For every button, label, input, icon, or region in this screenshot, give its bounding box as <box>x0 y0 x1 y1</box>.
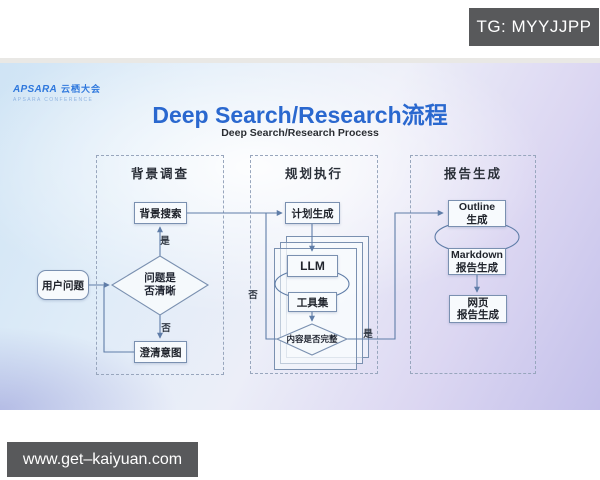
group-background-investigation <box>96 155 224 375</box>
node-outline-line1: Outline <box>458 201 496 213</box>
node-toolset-label: 工具集 <box>296 296 329 309</box>
logo-brand-text: APSARA <box>13 84 58 95</box>
node-llm: LLM <box>287 255 338 277</box>
node-plan-generation: 计划生成 <box>285 202 340 224</box>
page-title: Deep Search/Research流程 <box>152 102 448 128</box>
node-background-search: 背景搜索 <box>134 202 187 224</box>
edge-label-no-complete: 否 <box>248 290 258 301</box>
node-outline-line2: 生成 <box>466 213 488 226</box>
site-watermark-text: www.get–kaiyuan.com <box>22 450 183 468</box>
node-llm-label: LLM <box>300 259 325 273</box>
logo-cn-text: 云栖大会 <box>61 84 102 94</box>
group-label-plan-execution: 规划执行 <box>284 167 343 181</box>
decision-question-clear-text: 问题是 否清晰 <box>118 272 202 298</box>
node-user-question-label: 用户问题 <box>42 279 84 292</box>
site-watermark: www.get–kaiyuan.com <box>7 442 198 477</box>
edge-label-yes-clear: 是 <box>160 236 170 247</box>
node-web-line2: 报告生成 <box>457 309 499 321</box>
node-outline-generation: Outline 生成 <box>448 200 506 227</box>
page-subtitle: Deep Search/Research Process <box>221 127 379 139</box>
edge-label-yes-complete: 是 <box>363 329 373 340</box>
decision-content-complete-text: 内容是否完整 <box>286 334 338 344</box>
node-web-line1: 网页 <box>467 296 489 309</box>
node-web-report: 网页 报告生成 <box>449 295 507 323</box>
node-markdown-line1: Markdown <box>451 249 503 261</box>
slide-top-edge <box>0 58 600 63</box>
node-user-question: 用户问题 <box>37 270 89 300</box>
group-label-background-investigation: 背景调查 <box>130 167 189 181</box>
node-markdown-report: Markdown 报告生成 <box>448 248 506 275</box>
node-clarify-intent: 澄清意图 <box>134 341 187 363</box>
node-toolset: 工具集 <box>288 292 337 312</box>
decision-question-clear-line2: 否清晰 <box>144 285 176 297</box>
decision-question-clear-line1: 问题是 <box>144 272 176 284</box>
node-clarify-intent-label: 澄清意图 <box>139 346 182 359</box>
logo-subtext: APSARA CONFERENCE <box>13 97 94 103</box>
node-markdown-line2: 报告生成 <box>456 261 498 274</box>
edge-label-no-clear: 否 <box>161 323 171 334</box>
telegram-watermark-text: TG: MYYJJPP <box>476 17 592 36</box>
telegram-watermark: TG: MYYJJPP <box>469 8 599 46</box>
group-label-report-generation: 报告生成 <box>443 167 502 181</box>
node-background-search-label: 背景搜索 <box>139 207 182 220</box>
node-plan-generation-label: 计划生成 <box>291 207 334 220</box>
